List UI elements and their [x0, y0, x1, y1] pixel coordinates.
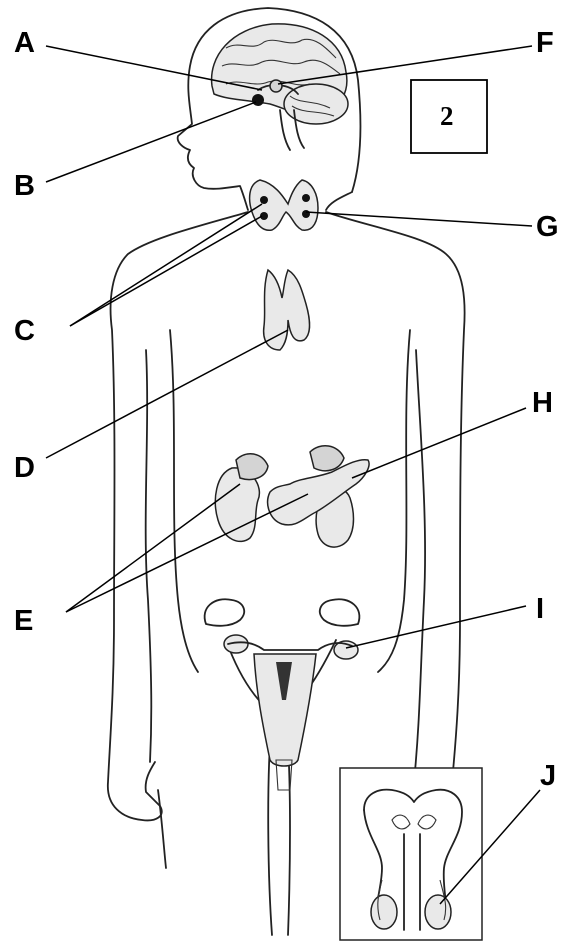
label-j: J: [540, 760, 556, 792]
label-i: I: [536, 593, 544, 625]
pituitary-gland: [252, 94, 264, 106]
adrenal-right: [310, 446, 344, 471]
thymus: [264, 270, 310, 350]
label-h: H: [532, 387, 553, 419]
label-c: C: [14, 315, 35, 347]
label-g: G: [536, 211, 559, 243]
inset-male-reproductive: [340, 768, 482, 940]
kidneys-adrenals-pancreas: [215, 446, 369, 547]
pineal-gland: [270, 80, 282, 92]
label-e: E: [14, 605, 33, 637]
label-b: B: [14, 170, 35, 202]
label-f: F: [536, 27, 554, 59]
testis: [425, 895, 451, 929]
number-box-text: 2: [440, 101, 454, 131]
number-box: 2: [411, 80, 487, 153]
adrenal-left: [236, 454, 268, 480]
label-a: A: [14, 27, 35, 59]
brain: [212, 24, 348, 150]
reproductive-female: [205, 599, 360, 790]
label-d: D: [14, 452, 35, 484]
